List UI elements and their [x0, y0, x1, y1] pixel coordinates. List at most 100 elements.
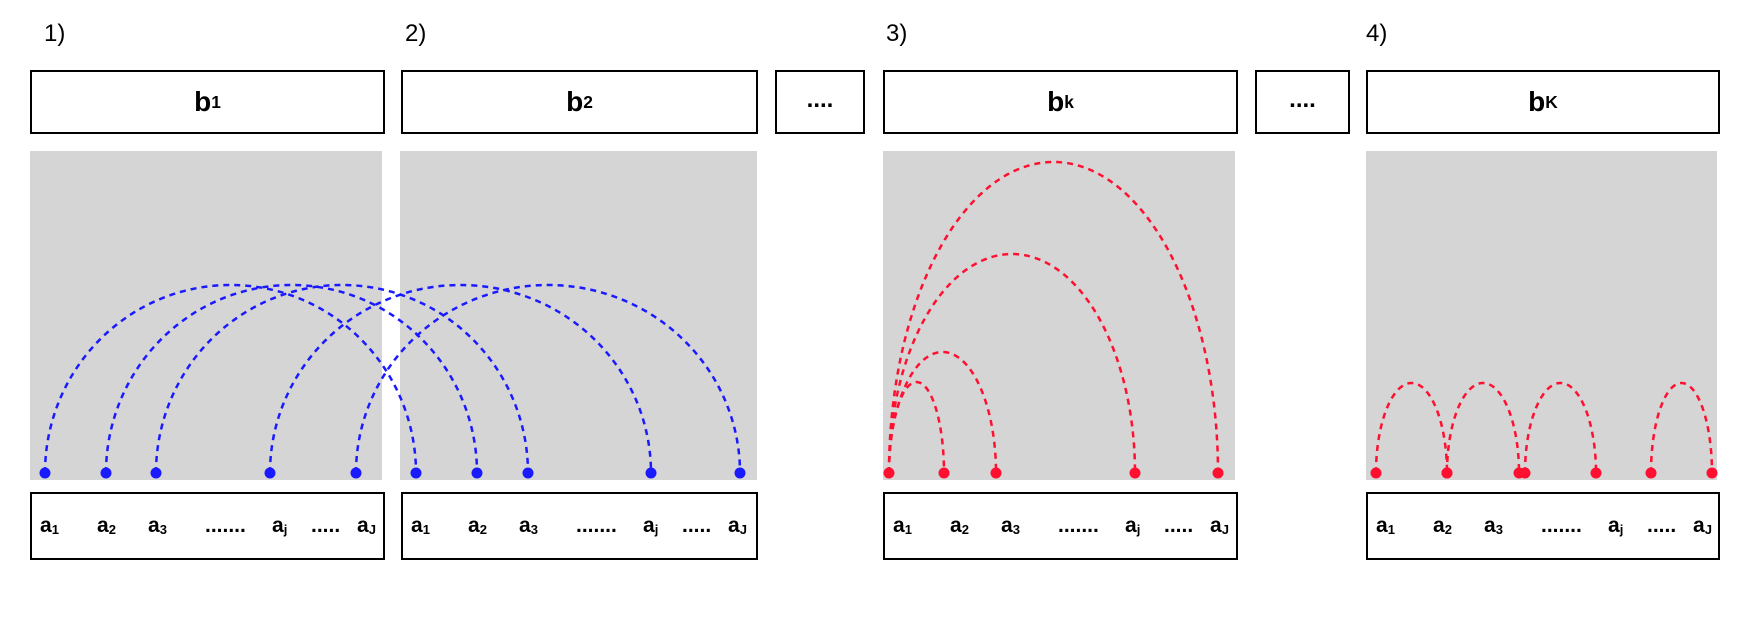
node-dot-aj — [1129, 467, 1141, 479]
a-label-base: a — [519, 514, 531, 537]
node-dot-a3 — [990, 467, 1002, 479]
a-label-subscript: 1 — [904, 521, 912, 537]
ellipsis-label: ....... — [1541, 514, 1582, 537]
a-label-subscript: 1 — [422, 521, 430, 537]
panel-label-2: 2) — [405, 20, 427, 47]
a-label: a2 — [468, 514, 487, 538]
panel-label-3: 3) — [886, 20, 908, 47]
a-label: a2 — [97, 514, 116, 538]
a-label-subscript: j — [654, 521, 659, 537]
a-label: aj — [1608, 514, 1623, 538]
arc-aJ-to-aJ — [354, 283, 742, 474]
a-label-base: a — [40, 514, 52, 537]
a-label-subscript: J — [1704, 521, 1712, 537]
a-label: a3 — [1001, 514, 1020, 538]
node-dot-a1 — [410, 467, 422, 479]
arc-a1-to-aj — [887, 252, 1137, 474]
node-dot — [1645, 467, 1657, 479]
arc-a1-to-aJ — [887, 160, 1220, 474]
a-label: a3 — [1484, 514, 1503, 538]
ellipsis-label: ..... — [682, 514, 712, 537]
gray-area-4 — [1366, 151, 1717, 480]
a-label-base: a — [97, 514, 109, 537]
ellipsis-label: ....... — [205, 514, 246, 537]
a-label-base: a — [643, 514, 655, 537]
b-label: b — [1528, 86, 1546, 117]
a-label-subscript: 3 — [1012, 521, 1020, 537]
a-label: aJ — [1210, 514, 1229, 538]
a-label-subscript: J — [1221, 521, 1229, 537]
b-label: b — [566, 86, 584, 117]
node-dot — [1706, 467, 1718, 479]
a-label-subscript: J — [368, 521, 376, 537]
a-label-base: a — [148, 514, 160, 537]
a-label-subscript: 2 — [961, 521, 969, 537]
a-label-subscript: 1 — [1387, 521, 1395, 537]
a-label-base: a — [728, 514, 740, 537]
a-label-subscript: 1 — [51, 521, 59, 537]
a-label-subscript: 3 — [530, 521, 538, 537]
a-label: a1 — [893, 514, 912, 538]
a-label: a1 — [1376, 514, 1395, 538]
a-label-base: a — [950, 514, 962, 537]
a-label-subscript: 2 — [108, 521, 116, 537]
a-label-subscript: 3 — [159, 521, 167, 537]
a-label: aj — [643, 514, 658, 538]
b-label: b — [1047, 86, 1065, 117]
a-label-base: a — [1125, 514, 1137, 537]
a-label-base: a — [411, 514, 423, 537]
a-label-subscript: 2 — [479, 521, 487, 537]
a-label-base: a — [1210, 514, 1222, 537]
arc-a2-to-a2 — [104, 283, 479, 474]
a-label-base: a — [1376, 514, 1388, 537]
node-dot-a3 — [522, 467, 534, 479]
a-label: aj — [1125, 514, 1140, 538]
a-label-subscript: j — [1136, 521, 1141, 537]
panel-label-1: 1) — [44, 20, 66, 47]
a-label-subscript: J — [739, 521, 747, 537]
a-label-subscript: 2 — [1444, 521, 1452, 537]
arc-a2-to-a3 — [1445, 381, 1521, 474]
gray-area-1 — [30, 151, 382, 480]
node-dot — [1519, 467, 1531, 479]
node-dot-aj — [645, 467, 657, 479]
node-dot-aj — [264, 467, 276, 479]
a-label: a3 — [519, 514, 538, 538]
arc-a1-to-a2 — [887, 380, 946, 474]
node-dot-a1 — [883, 467, 895, 479]
gray-area-3 — [883, 151, 1235, 480]
a-label-base: a — [893, 514, 905, 537]
a-label: a2 — [1433, 514, 1452, 538]
a-label-subscript: 3 — [1495, 521, 1503, 537]
a-label: aj — [272, 514, 287, 538]
arc-a1-to-a2 — [1374, 381, 1449, 474]
a-label: aJ — [1693, 514, 1712, 538]
a-label: a1 — [411, 514, 430, 538]
a-label: a2 — [950, 514, 969, 538]
node-dot-a2 — [471, 467, 483, 479]
arc-a3-to-a3 — [154, 283, 530, 474]
a-label-base: a — [468, 514, 480, 537]
node-dot — [1590, 467, 1602, 479]
a-label-base: a — [272, 514, 284, 537]
a-label-base: a — [357, 514, 369, 537]
a-label-base: a — [1484, 514, 1496, 537]
a-label-base: a — [1001, 514, 1013, 537]
arc-a1-to-a3 — [887, 350, 998, 474]
node-dot-a3 — [150, 467, 162, 479]
a-label: a3 — [148, 514, 167, 538]
gray-area-2 — [400, 151, 757, 480]
a-label-base: a — [1608, 514, 1620, 537]
panel-label-4: 4) — [1366, 20, 1388, 47]
b-subscript: 1 — [211, 91, 221, 112]
ellipsis-label: ....... — [576, 514, 617, 537]
